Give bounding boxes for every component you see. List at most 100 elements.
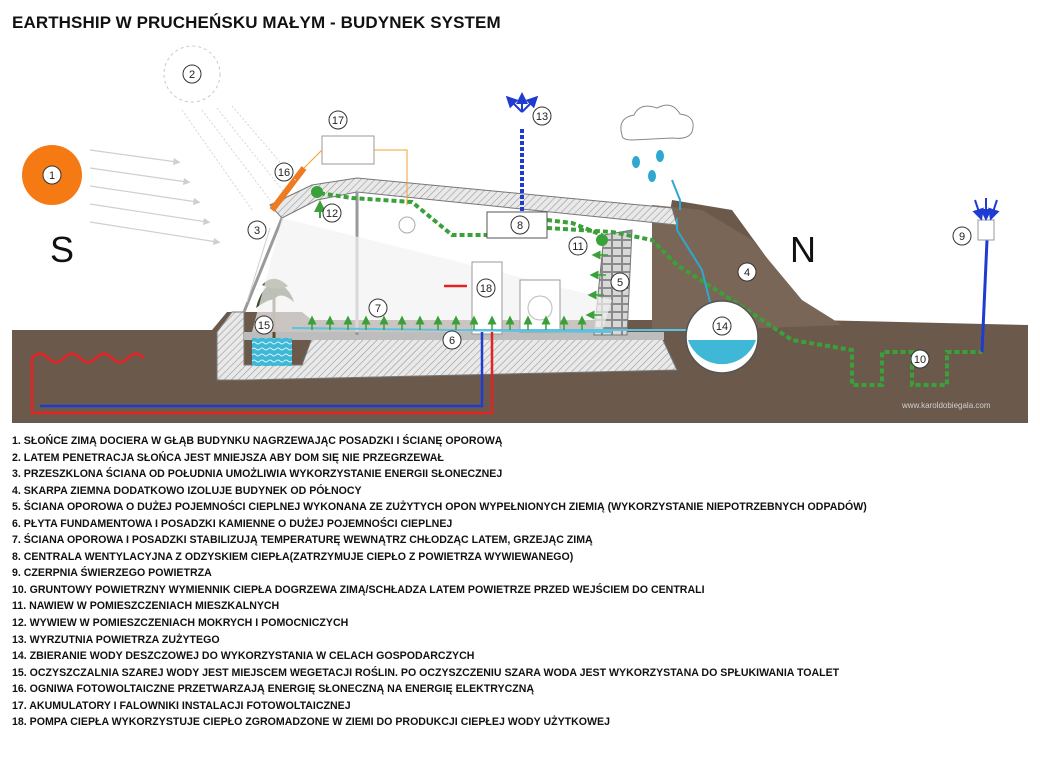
marker-circle bbox=[476, 278, 496, 298]
supply-air-duct bbox=[311, 190, 487, 237]
ground-loop-return bbox=[40, 332, 484, 408]
marker-9: 9 bbox=[952, 226, 972, 246]
fresh-air-intake-duct bbox=[980, 239, 989, 353]
cistern-water bbox=[688, 340, 756, 365]
rain-drops bbox=[632, 150, 664, 182]
marker-label: 1 bbox=[49, 170, 55, 182]
marker-label: 16 bbox=[278, 167, 290, 179]
washing-machine-drum bbox=[527, 295, 553, 321]
legend-list: 1. SŁOŃCE ZIMĄ DOCIERA W GŁĄB BUDYNKU NA… bbox=[12, 433, 1028, 731]
legend-item: 7. ŚCIANA OPOROWA I POSADZKI STABILIZUJĄ… bbox=[12, 534, 593, 547]
marker-label: 17 bbox=[332, 115, 344, 127]
supply-diffuser bbox=[311, 186, 323, 198]
pv-panel bbox=[269, 166, 307, 212]
legend-item: 12. WYWIEW W POMIESZCZENIACH MOKRYCH I P… bbox=[12, 617, 349, 630]
legend-item: 11. NAWIEW W POMIESZCZENIACH MIESZKALNYC… bbox=[12, 600, 280, 613]
hot-water-pipe bbox=[30, 284, 494, 415]
pv-wiring bbox=[303, 149, 408, 205]
legend-item: 4. SKARPA ZIEMNA DODATKOWO IZOLUJE BUDYN… bbox=[12, 484, 362, 497]
marker-label: 2 bbox=[189, 69, 195, 81]
marker-1: 1 bbox=[42, 165, 62, 185]
marker-circle bbox=[952, 226, 972, 246]
marker-label: 7 bbox=[375, 303, 381, 315]
marker-circle bbox=[274, 162, 294, 182]
marker-10: 10 bbox=[910, 349, 930, 369]
marker-circle bbox=[510, 215, 530, 235]
light-bulb-icon bbox=[398, 216, 416, 234]
marker-circle bbox=[712, 316, 732, 336]
marker-8: 8 bbox=[510, 215, 530, 235]
watermark: www.karoldobiegala.com bbox=[901, 401, 991, 410]
south-glazing bbox=[242, 217, 284, 313]
heat-pump bbox=[471, 261, 503, 335]
marker-label: 15 bbox=[258, 320, 270, 332]
washing-machine bbox=[519, 279, 561, 333]
marker-circle bbox=[568, 236, 588, 256]
marker-label: 5 bbox=[617, 277, 623, 289]
marker-label: 9 bbox=[959, 231, 965, 243]
extract-air-duct bbox=[546, 218, 603, 237]
marker-circle bbox=[328, 110, 348, 130]
marker-circle bbox=[254, 315, 274, 335]
exhaust-outlet-arrows bbox=[505, 92, 539, 113]
battery-inverter-box bbox=[321, 135, 375, 165]
marker-label: 10 bbox=[914, 354, 926, 366]
earth-tube-duct bbox=[546, 226, 982, 387]
marker-15: 15 bbox=[254, 315, 274, 335]
marker-14: 14 bbox=[712, 316, 732, 336]
marker-18: 18 bbox=[476, 278, 496, 298]
marker-16: 16 bbox=[274, 162, 294, 182]
marker-7: 7 bbox=[368, 298, 388, 318]
marker-label: 12 bbox=[326, 208, 338, 220]
greywater-pipe bbox=[291, 327, 692, 333]
legend-item: 16. OGNIWA FOTOWOLTAICZNE PRZETWARZAJĄ E… bbox=[12, 683, 535, 696]
marker-3: 3 bbox=[247, 220, 267, 240]
legend-item: 6. PŁYTA FUNDAMENTOWA I POSADZKI KAMIENN… bbox=[12, 517, 453, 530]
marker-5: 5 bbox=[610, 272, 630, 292]
wall-heat-arrows bbox=[585, 250, 608, 320]
legend-item: 18. POMPA CIEPŁA WYKORZYSTUJE CIEPŁO ZGR… bbox=[12, 716, 611, 729]
marker-circle bbox=[610, 272, 630, 292]
marker-circle bbox=[182, 64, 202, 84]
marker-label: 3 bbox=[254, 225, 260, 237]
marker-13: 13 bbox=[532, 106, 552, 126]
marker-4: 4 bbox=[737, 262, 757, 282]
marker-circle bbox=[737, 262, 757, 282]
marker-circle bbox=[910, 349, 930, 369]
legend-item: 2. LATEM PENETRACJA SŁOŃCA JEST MNIEJSZA… bbox=[12, 451, 444, 464]
marker-label: 8 bbox=[517, 220, 523, 232]
marker-6: 6 bbox=[442, 330, 462, 350]
legend-item: 15. OCZYSZCZALNIA SZAREJ WODY JEST MIEJS… bbox=[12, 666, 840, 679]
compass-north: N bbox=[790, 229, 816, 270]
marker-label: 13 bbox=[536, 111, 548, 123]
legend-item: 5. ŚCIANA OPOROWA O DUŻEJ POJEMNOŚCI CIE… bbox=[12, 501, 867, 514]
legend-item: 14. ZBIERANIE WODY DESZCZOWEJ DO WYKORZY… bbox=[12, 650, 475, 663]
legend-item: 1. SŁOŃCE ZIMĄ DOCIERA W GŁĄB BUDYNKU NA… bbox=[12, 435, 503, 447]
marker-circle bbox=[247, 220, 267, 240]
marker-circle bbox=[532, 106, 552, 126]
legend-item: 3. PRZESZKLONA ŚCIANA OD POŁUDNIA UMOŻLI… bbox=[12, 468, 503, 481]
page-title: EARTHSHIP W PRUCHEŃSKU MAŁYM - BUDYNEK S… bbox=[12, 13, 501, 32]
greywater-planter bbox=[252, 338, 292, 366]
marker-2: 2 bbox=[182, 64, 202, 84]
marker-label: 11 bbox=[572, 241, 583, 253]
marker-circle bbox=[322, 203, 342, 223]
compass-south: S bbox=[50, 229, 74, 270]
marker-circle bbox=[442, 330, 462, 350]
marker-11: 11 bbox=[568, 236, 588, 256]
marker-label: 4 bbox=[744, 267, 750, 279]
marker-label: 6 bbox=[449, 335, 455, 347]
legend-item: 13. WYRZUTNIA POWIETRZA ZUŻYTEGO bbox=[12, 633, 220, 646]
floor-heat-arrows bbox=[307, 315, 587, 330]
glazing-inner bbox=[246, 227, 271, 303]
fresh-air-intake bbox=[977, 219, 995, 241]
marker-17: 17 bbox=[328, 110, 348, 130]
extract-grille bbox=[596, 234, 608, 246]
marker-circle bbox=[368, 298, 388, 318]
legend-item: 10. GRUNTOWY POWIETRZNY WYMIENNIK CIEPŁA… bbox=[12, 583, 705, 596]
winter-sun-rays bbox=[89, 149, 221, 245]
cloud-icon bbox=[620, 104, 694, 141]
marker-label: 14 bbox=[716, 321, 728, 333]
intake-arrows bbox=[972, 198, 1000, 221]
